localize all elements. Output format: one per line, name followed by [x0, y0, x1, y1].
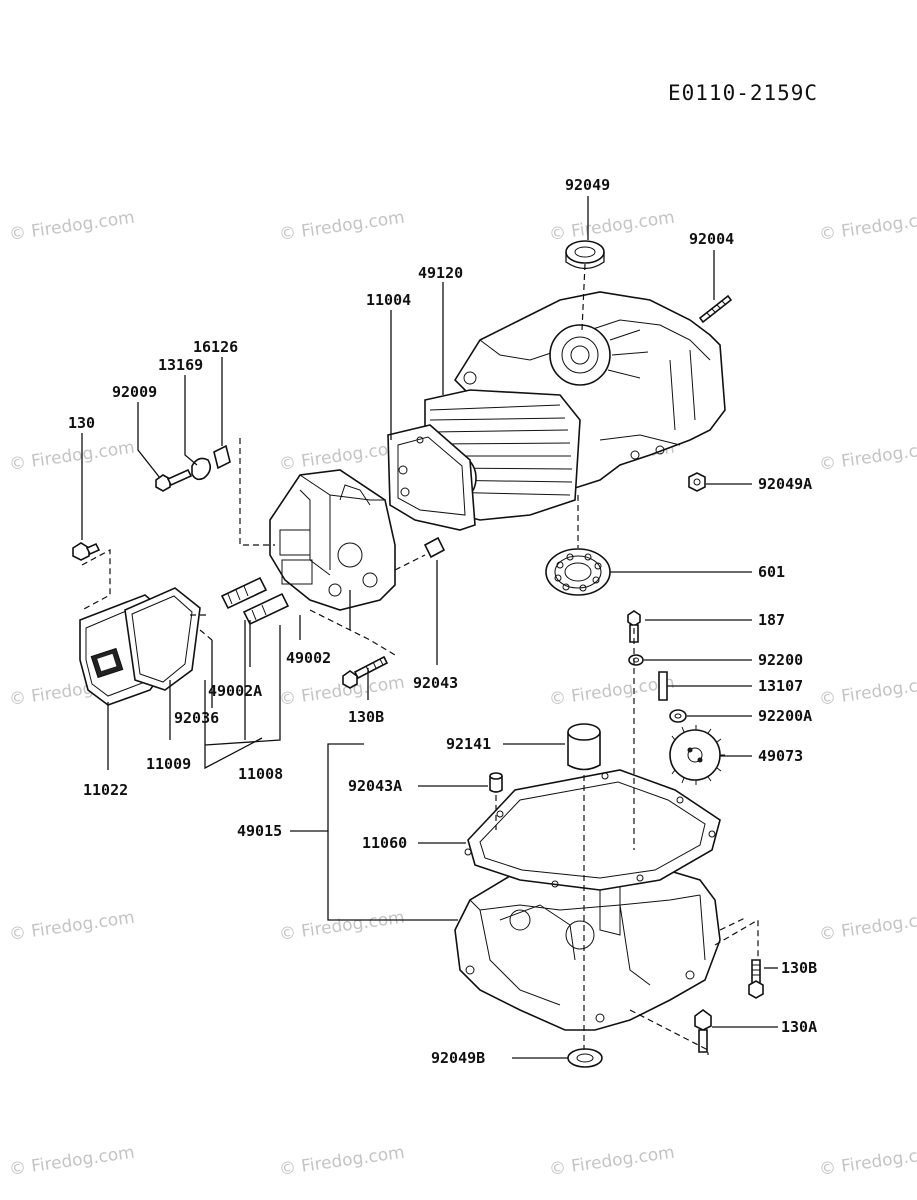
part-labels: 92049 92004 49120 11004 16126 13169 9200… — [68, 176, 817, 1067]
gasket-11009 — [124, 587, 201, 691]
watermark: © Firedog.com — [818, 1143, 917, 1180]
washer-92200A — [669, 709, 687, 723]
bearing-601 — [545, 548, 611, 596]
watermark: © Firedog.com — [278, 208, 406, 245]
label-16126: 16126 — [193, 338, 238, 356]
dowel-92043 — [423, 536, 446, 559]
bolt-130A — [694, 1009, 712, 1053]
watermark: © Firedog.com — [278, 908, 406, 945]
cylinder-head-illustration — [269, 469, 396, 611]
crankcase-illustration — [387, 291, 726, 531]
bolt-130B-top — [342, 655, 389, 689]
watermark: © Firedog.com — [548, 208, 676, 245]
watermark: © Firedog.com — [818, 438, 917, 475]
label-92036: 92036 — [174, 709, 219, 727]
label-92141: 92141 — [446, 735, 491, 753]
oil-seal-92049B — [567, 1048, 603, 1068]
label-130: 130 — [68, 414, 95, 432]
label-49002: 49002 — [286, 649, 331, 667]
clip-13169 — [191, 457, 212, 481]
stud-92004 — [698, 294, 733, 324]
dowel-92043A — [489, 772, 503, 793]
label-11060: 11060 — [362, 834, 407, 852]
watermark: © Firedog.com — [278, 438, 406, 475]
leader-lines — [81, 196, 778, 1059]
label-130B-top: 130B — [348, 708, 384, 726]
washer-92200 — [628, 654, 644, 666]
sleeve-92141 — [567, 723, 601, 771]
shaft-13107 — [658, 671, 668, 701]
label-11008: 11008 — [238, 765, 283, 783]
watermark: © Firedog.com — [278, 673, 406, 710]
label-92049: 92049 — [565, 176, 610, 194]
label-49120: 49120 — [418, 264, 463, 282]
label-92049B: 92049B — [431, 1049, 485, 1067]
label-11004: 11004 — [366, 291, 411, 309]
label-49002A: 49002A — [208, 682, 262, 700]
bolt-130B-bottom — [748, 959, 764, 999]
governor-gear-49073 — [669, 725, 725, 785]
nut-92049A — [688, 472, 706, 492]
label-130A: 130A — [781, 1018, 817, 1036]
watermark: © Firedog.com — [818, 908, 917, 945]
label-601: 601 — [758, 563, 785, 581]
label-11022: 11022 — [83, 781, 128, 799]
label-11009: 11009 — [146, 755, 191, 773]
label-92009: 92009 — [112, 383, 157, 401]
label-92043: 92043 — [413, 674, 458, 692]
pushrod-guides — [220, 576, 290, 626]
label-92043A: 92043A — [348, 777, 402, 795]
label-13169: 13169 — [158, 356, 203, 374]
watermark: © Firedog.com — [8, 208, 136, 245]
label-187: 187 — [758, 611, 785, 629]
watermark: © Firedog.com — [818, 673, 917, 710]
label-92200: 92200 — [758, 651, 803, 669]
diagram-code: E0110-2159C — [668, 81, 818, 105]
watermark: © Firedog.com — [278, 1143, 406, 1180]
label-130B-bottom: 130B — [781, 959, 817, 977]
label-13107: 13107 — [758, 677, 803, 695]
label-92200A: 92200A — [758, 707, 812, 725]
label-49015: 49015 — [237, 822, 282, 840]
watermark: © Firedog.com — [818, 208, 917, 245]
bolt-130 — [72, 542, 101, 561]
label-49073: 49073 — [758, 747, 803, 765]
oil-pan-illustration — [454, 769, 721, 1031]
bolt-187 — [627, 610, 641, 643]
label-92049A: 92049A — [758, 475, 812, 493]
label-92004: 92004 — [689, 230, 734, 248]
watermark: © Firedog.com — [548, 673, 676, 710]
watermark: © Firedog.com — [548, 1143, 676, 1180]
watermark: © Firedog.com — [8, 1143, 136, 1180]
plate-16126 — [213, 444, 231, 470]
watermark: © Firedog.com — [8, 908, 136, 945]
watermark: © Firedog.com — [8, 438, 136, 475]
bolt-92009 — [155, 468, 193, 492]
